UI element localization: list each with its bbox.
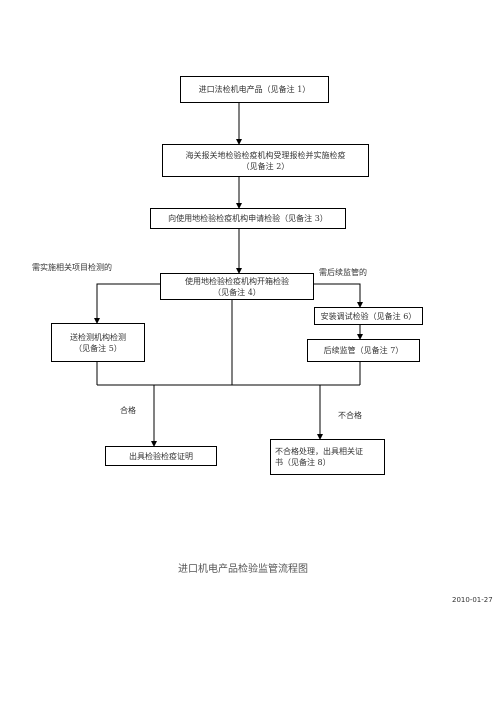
node-follow-supervision-text: 后续监管（见备注 7） bbox=[323, 346, 404, 355]
edge-label-pass: 合格 bbox=[120, 406, 136, 415]
node-send-testing-line1: 送检测机构检测 bbox=[70, 332, 126, 342]
node-follow-supervision: 后续监管（见备注 7） bbox=[307, 339, 420, 362]
node-issue-certificate: 出具检验检疫证明 bbox=[105, 446, 217, 466]
node-customs-inspection-line2: （见备注 2） bbox=[241, 161, 290, 171]
node-install-debug: 安装调试检验（见备注 6） bbox=[314, 307, 423, 325]
node-apply-inspection: 向使用地检验检疫机构申请检验（见备注 3） bbox=[150, 208, 346, 229]
node-apply-inspection-text: 向使用地检验检疫机构申请检验（见备注 3） bbox=[168, 214, 328, 223]
node-send-testing-line2: （见备注 5） bbox=[74, 343, 122, 353]
edge-label-need-testing: 需实施相关项目检测的 bbox=[32, 263, 112, 272]
node-import-products: 进口法检机电产品（见备注 1） bbox=[180, 76, 329, 103]
edge-label-need-supervision: 需后续监管的 bbox=[319, 268, 367, 277]
node-nonconforming-line2: 书（见备注 8） bbox=[275, 458, 331, 467]
node-customs-inspection: 海关报关地检验检疫机构受理报检并实施检疫 （见备注 2） bbox=[162, 144, 369, 177]
node-send-testing: 送检测机构检测 （见备注 5） bbox=[51, 323, 145, 362]
diagram-caption: 进口机电产品检验监管流程图 bbox=[178, 564, 308, 575]
edge-openbox-to-install bbox=[314, 283, 363, 308]
node-import-products-text: 进口法检机电产品（见备注 1） bbox=[198, 85, 311, 94]
node-open-box-line1: 使用地检验检疫机构开箱检验 bbox=[185, 276, 289, 286]
node-issue-certificate-text: 出具检验检疫证明 bbox=[129, 451, 193, 461]
node-nonconforming: 不合格处理，出具相关证 书（见备注 8） bbox=[270, 439, 385, 475]
node-install-debug-text: 安装调试检验（见备注 6） bbox=[320, 311, 417, 321]
node-open-box-line2: （见备注 4） bbox=[213, 287, 261, 297]
node-nonconforming-line1: 不合格处理，出具相关证 bbox=[275, 447, 363, 456]
node-customs-inspection-line1: 海关报关地检验检疫机构受理报检并实施检疫 bbox=[185, 150, 346, 160]
diagram-date: 2010-01-27 bbox=[452, 596, 493, 604]
node-open-box: 使用地检验检疫机构开箱检验 （见备注 4） bbox=[160, 273, 314, 300]
edge-label-fail: 不合格 bbox=[338, 411, 362, 420]
edge-openbox-to-testing bbox=[94, 283, 160, 324]
